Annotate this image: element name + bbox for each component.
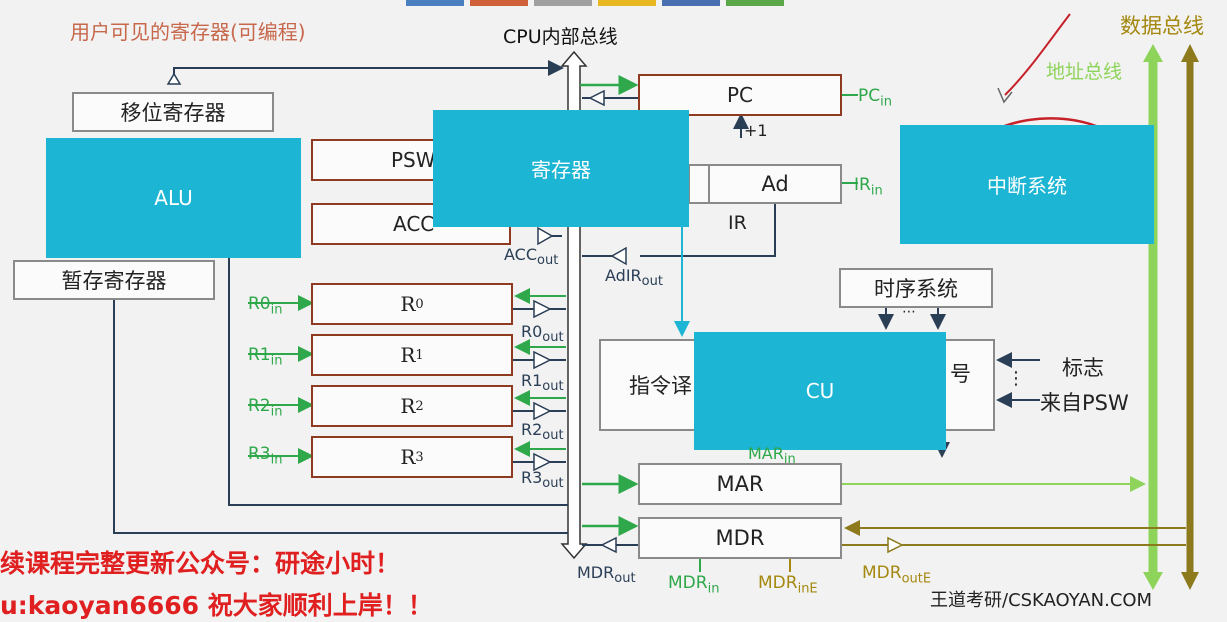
top-strip-6 — [726, 0, 784, 6]
brand-watermark: 王道考研/CSKAOYAN.COM — [930, 590, 1153, 611]
gp-register-wires — [248, 288, 566, 472]
decoder-label: 指令译 — [629, 374, 692, 398]
r0-in-signal: R0in — [248, 294, 283, 318]
signal-label: 号 — [950, 362, 971, 386]
temp-register: 暂存寄存器 — [13, 260, 215, 300]
mar-register: MAR — [638, 463, 842, 505]
registers-block: 寄存器 — [433, 110, 689, 227]
r2-name: R — [400, 394, 416, 418]
mdr-in-signal: MDRin — [668, 573, 720, 597]
annotation-stroke — [1004, 13, 1071, 96]
r0-name: R — [400, 292, 416, 316]
alu: ALU — [46, 138, 301, 258]
address-bus-label: 地址总线 — [1046, 61, 1123, 83]
wiring — [113, 13, 1199, 590]
mdr-out-e-signal: MDRoutE — [862, 563, 932, 587]
ir-in-signal: IRin — [854, 175, 883, 199]
interrupt-system: 中断系统 — [900, 125, 1154, 244]
mar-in-signal: MARin — [748, 444, 796, 468]
timing-system: 时序系统 — [839, 268, 993, 308]
r3-name: R — [400, 445, 416, 469]
r3-out-signal: R3out — [521, 468, 564, 492]
r1-sub: 1 — [415, 347, 424, 363]
flags-label-line2: 来自PSW — [1040, 391, 1129, 415]
r2-sub: 2 — [415, 398, 424, 414]
r0-sub: 0 — [415, 296, 424, 312]
mdr-register: MDR — [638, 517, 842, 559]
r1-name: R — [400, 343, 416, 367]
top-strip-2 — [470, 0, 528, 6]
pc-increment: +1 — [744, 121, 768, 140]
r1-in-signal: R1in — [248, 345, 283, 369]
top-strip-4 — [598, 0, 656, 6]
cpu-internal-bus-label: CPU内部总线 — [503, 26, 618, 48]
r2-out-signal: R2out — [521, 420, 564, 444]
page-title: 用户可见的寄存器(可编程) — [70, 20, 306, 44]
cpu-datapath-diagram: 用户可见的寄存器(可编程) CPU内部总线 数据总线 地址总线 移位寄存器 AL… — [0, 0, 1204, 620]
ir-opcode-field — [688, 164, 710, 204]
timing-dots: ⋯ — [902, 304, 916, 320]
mdr-out-signal: MDRout — [577, 563, 636, 587]
ad-label: Ad — [761, 172, 789, 196]
flags-dots: ⋮ — [1007, 368, 1025, 389]
r1-out-signal: R1out — [521, 371, 564, 395]
watermark-line1: 续课程完整更新公众号：研途小时！ — [0, 549, 401, 578]
top-strip-1 — [406, 0, 464, 6]
watermark-line2: u:kaoyan6666 祝大家顺利上岸！！ — [0, 591, 433, 620]
top-strip-5 — [662, 0, 720, 6]
r2-in-signal: R2in — [248, 396, 283, 420]
mdr-in-e-signal: MDRinE — [758, 573, 818, 597]
ir-label: IR — [728, 212, 747, 234]
ir-address-field: Ad — [708, 164, 842, 204]
r3-in-signal: R3in — [248, 444, 283, 468]
r3-sub: 3 — [415, 449, 424, 465]
pc-register: PC — [638, 74, 842, 116]
shift-register: 移位寄存器 — [72, 92, 274, 132]
top-strip-3 — [534, 0, 592, 6]
acc-label: ACC — [393, 212, 435, 236]
adir-out-signal: AdIRout — [605, 266, 663, 290]
flags-label-line1: 标志 — [1062, 356, 1104, 380]
pc-label: PC — [726, 83, 754, 107]
acc-out-signal: ACCout — [504, 245, 559, 269]
cu-block: CU — [694, 332, 946, 450]
pc-in-signal: PCin — [858, 86, 892, 110]
psw-label: PSW — [391, 148, 436, 172]
data-bus-label: 数据总线 — [1120, 14, 1204, 38]
r0-out-signal: R0out — [521, 322, 564, 346]
